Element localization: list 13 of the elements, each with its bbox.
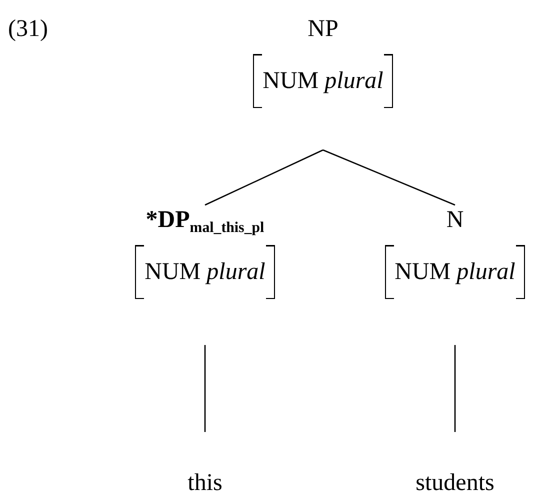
branch-line (204, 149, 324, 206)
word-label: students (416, 469, 494, 498)
feature-text: NUM plural (144, 258, 266, 287)
branch-line (454, 345, 456, 432)
word-label: this (188, 469, 222, 498)
branch-line (204, 345, 206, 432)
feature-text: NUM plural (262, 67, 384, 96)
category-label: NP (308, 15, 338, 44)
example-number: (31) (8, 15, 48, 44)
category-label: *DP$_{mal_this_pl}$ (146, 206, 264, 235)
feature-text: NUM plural (394, 258, 516, 287)
category-label: N (446, 206, 464, 235)
branch-line (322, 149, 456, 206)
